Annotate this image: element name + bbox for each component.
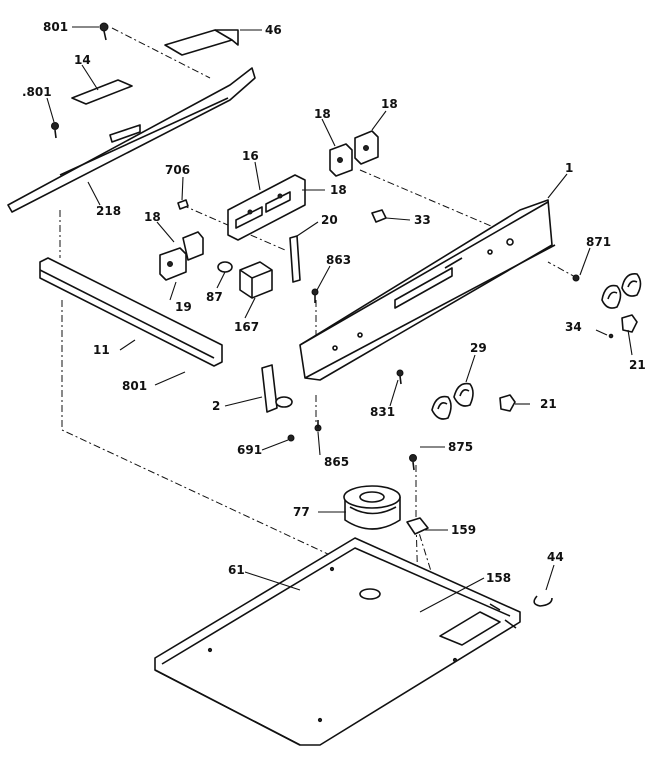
label-871: 871 xyxy=(586,235,611,249)
label-18-left: 18 xyxy=(144,210,161,224)
label-33: 33 xyxy=(414,213,431,227)
part-1-main-panel xyxy=(299,199,556,381)
label-21-right: 21 xyxy=(629,358,646,372)
part-29-knob-b xyxy=(453,382,474,407)
label-706: 706 xyxy=(165,163,190,177)
label-865: 865 xyxy=(324,455,349,469)
label-21-lower: 21 xyxy=(540,397,557,411)
part-16-control-panel xyxy=(227,174,306,241)
part-20-bracket xyxy=(289,235,301,283)
label-159: 159 xyxy=(451,523,476,537)
label-18-switch-b: 18 xyxy=(381,97,398,111)
part-14-pad xyxy=(71,79,133,105)
label-2: 2 xyxy=(212,399,220,413)
label-44: 44 xyxy=(547,550,564,564)
label-20: 20 xyxy=(321,213,338,227)
part-2-bracket xyxy=(261,364,293,413)
leader-lines xyxy=(46,26,633,613)
label-16: 16 xyxy=(242,149,259,163)
screw-865 xyxy=(314,420,322,432)
part-159-clip xyxy=(406,517,429,535)
label-691: 691 xyxy=(237,443,262,457)
part-77-transformer xyxy=(343,485,401,530)
label-167: 167 xyxy=(234,320,259,334)
part-18-switch-b xyxy=(354,130,379,165)
label-87: 87 xyxy=(206,290,223,304)
label-14: 14 xyxy=(74,53,91,67)
label-77: 77 xyxy=(293,505,310,519)
part-11-front-rail xyxy=(39,257,223,367)
label-158: 158 xyxy=(486,571,511,585)
label-19: 19 xyxy=(175,300,192,314)
screw-871 xyxy=(572,274,580,282)
label-34: 34 xyxy=(565,320,582,334)
label-46: 46 xyxy=(265,23,282,37)
screw-801-left xyxy=(51,122,59,139)
label-801-top: 801 xyxy=(43,20,68,34)
label-218: 218 xyxy=(96,204,121,218)
label-18-panel: 18 xyxy=(330,183,347,197)
label-831: 831 xyxy=(370,405,395,419)
label-11: 11 xyxy=(93,343,110,357)
part-21-cap-a xyxy=(621,314,638,333)
label-863: 863 xyxy=(326,253,351,267)
screw-691 xyxy=(287,434,295,442)
label-1: 1 xyxy=(565,161,573,175)
part-218-rear-panel xyxy=(7,67,256,213)
part-706-clip xyxy=(177,199,189,210)
part-21-cap-b xyxy=(499,394,516,412)
part-29-knob-d xyxy=(621,272,642,297)
part-19-switch xyxy=(159,231,204,281)
label-801-left: .801 xyxy=(22,85,52,99)
part-33-grommet xyxy=(371,209,387,223)
screw-863 xyxy=(311,288,319,303)
part-labels: 801 46 14 .801 218 16 706 18 18 18 20 33… xyxy=(22,20,646,585)
label-801-rail: 801 xyxy=(122,379,147,393)
screw-801-top xyxy=(99,22,109,41)
part-61-base-tray xyxy=(154,537,521,746)
part-167-relay xyxy=(239,261,273,299)
part-46-shield xyxy=(164,29,239,56)
part-87-ring xyxy=(217,261,233,273)
part-29-knob-c xyxy=(601,284,622,309)
label-61: 61 xyxy=(228,563,245,577)
label-29: 29 xyxy=(470,341,487,355)
part-44-wire-clip xyxy=(533,595,553,607)
part-18-switch-a xyxy=(329,143,353,177)
part-34 xyxy=(608,333,614,339)
screw-831 xyxy=(396,369,404,385)
part-29-knob-a xyxy=(431,395,452,420)
label-875: 875 xyxy=(448,440,473,454)
screw-875 xyxy=(409,454,417,471)
label-18-switch-a: 18 xyxy=(314,107,331,121)
